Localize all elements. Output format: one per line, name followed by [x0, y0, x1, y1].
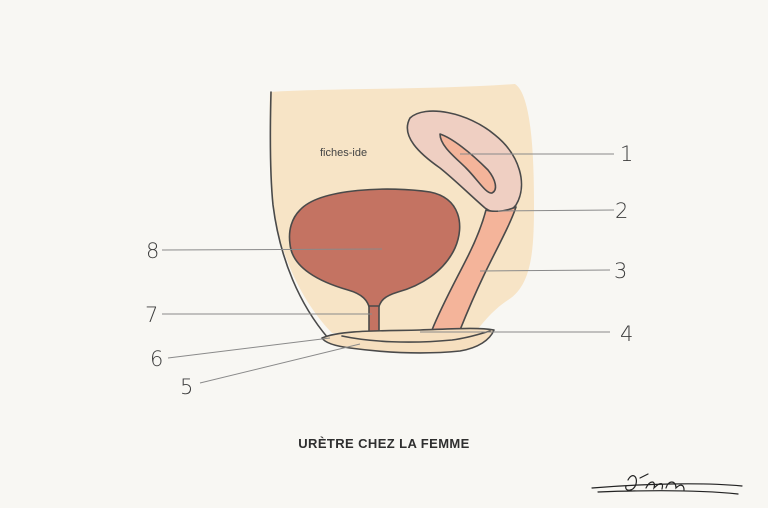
leader-line-2	[497, 209, 615, 212]
label-5: 5	[180, 375, 193, 399]
label-7: 7	[145, 303, 158, 327]
label-6: 6	[150, 347, 163, 371]
body-outline	[269, 91, 329, 339]
perineum	[321, 327, 495, 354]
label-2: 2	[615, 199, 628, 223]
vagina	[431, 206, 517, 331]
leader-line-3	[479, 269, 611, 272]
urethra	[368, 305, 380, 335]
labia-line	[341, 330, 491, 343]
leader-line-5	[199, 343, 361, 384]
diagram-caption: URÈTRE CHEZ LA FEMME	[298, 436, 470, 451]
bladder	[288, 188, 461, 311]
label-3: 3	[614, 259, 627, 283]
leader-line-8	[161, 248, 383, 251]
signature	[591, 473, 743, 495]
label-4: 4	[620, 322, 633, 346]
leader-line-6	[167, 337, 331, 359]
watermark-text: fiches-ide	[320, 147, 367, 159]
label-1: 1	[620, 142, 633, 166]
uterine-cavity	[439, 133, 497, 194]
label-8: 8	[146, 239, 159, 263]
